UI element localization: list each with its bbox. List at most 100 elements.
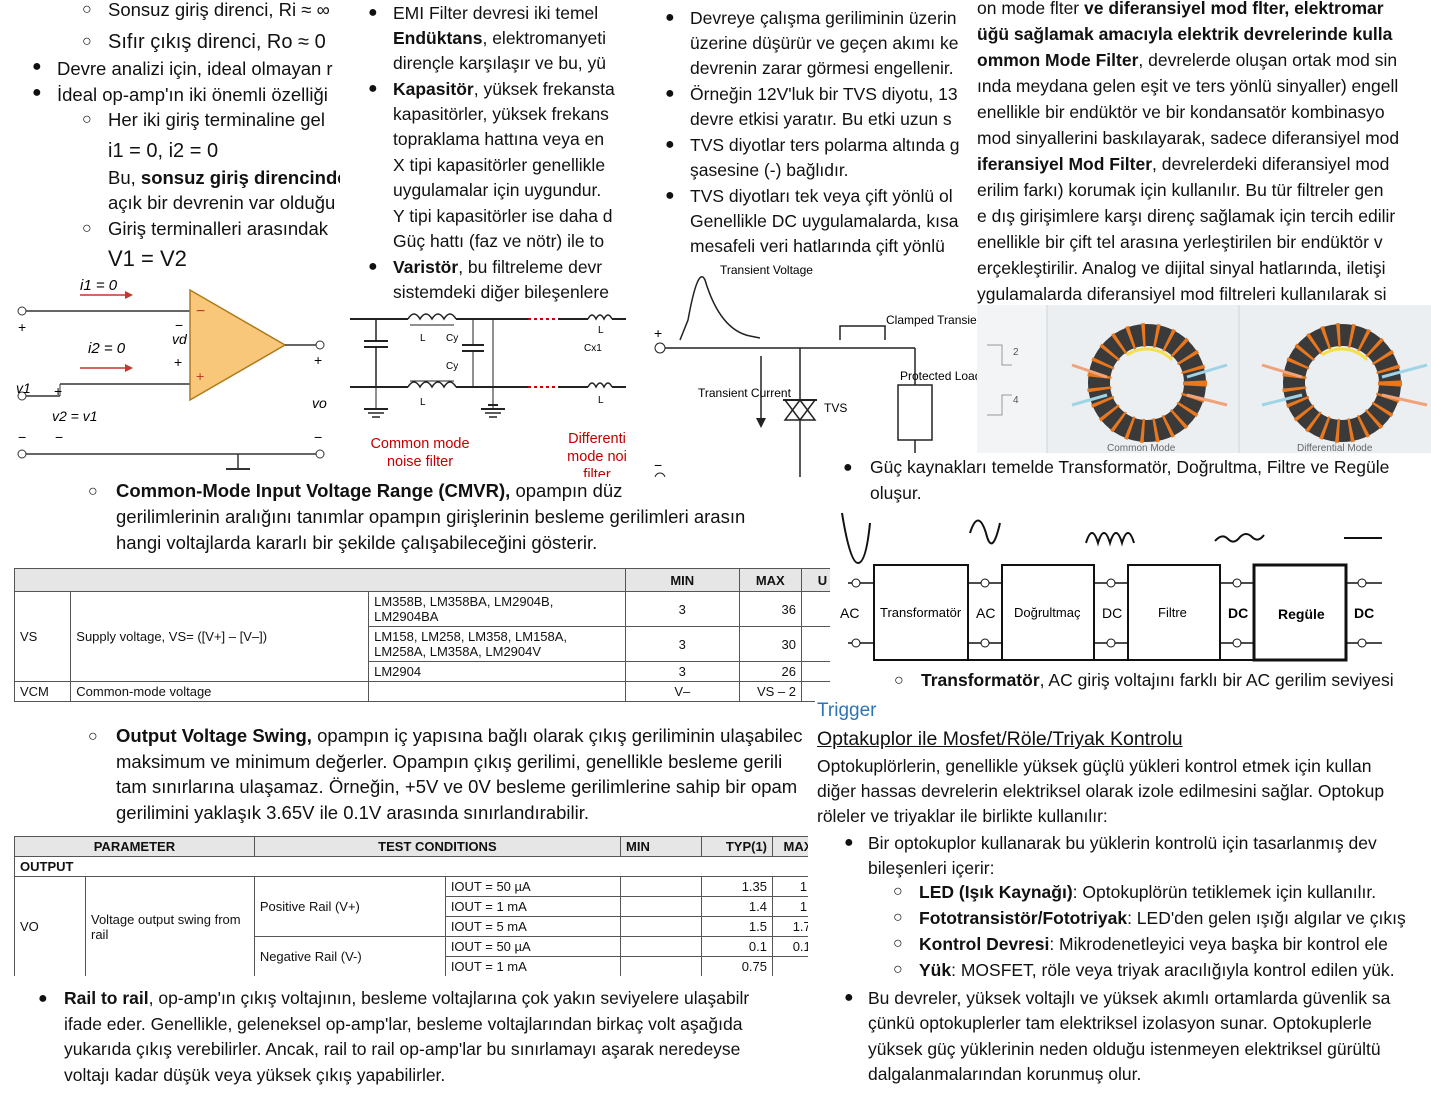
table-cell (620, 956, 702, 976)
cap-label: Cy (446, 333, 458, 344)
table-cell: VS (14, 591, 72, 682)
table-cell: 0.75 (701, 956, 773, 976)
bullet-circle: ○ (88, 728, 98, 745)
table-row: IOUT = 5 mA 1.5 1.75 (15, 916, 808, 937)
trigger-label: Trigger (817, 700, 877, 721)
tv-word: Transient Voltage (720, 263, 813, 277)
table-cell (620, 896, 702, 917)
bold-span: Kapasitör (393, 79, 474, 99)
text-line: açık bir devrenin var olduğu (108, 192, 336, 213)
table-cell (800, 591, 830, 627)
text-line: Sıfır çıkış direnci, Ro ≈ 0 (108, 31, 326, 53)
table-row: PARAMETER TEST CONDITIONS MIN TYP(1) MAX (14, 836, 808, 857)
table-cell: 1 (772, 956, 808, 976)
table-row: IOUT = 1 mA 0.75 1 (15, 956, 808, 976)
rectifier-block: Doğrultmaç (1014, 605, 1081, 620)
bold-span: Common-Mode Input Voltage Range (CMVR), (116, 480, 511, 501)
table-cell (368, 681, 626, 702)
text-line: enellikle bir çift tel arasına yerleştir… (977, 232, 1383, 252)
text-line: Kapasitör, yüksek frekansta (393, 77, 615, 101)
text-line: şasesine (-) bağlıdır. (690, 160, 849, 180)
text-line: üğü sağlamak amacıyla elektrik devreleri… (977, 24, 1393, 44)
table-cell: IOUT = 5 mA (444, 916, 622, 937)
text-span: on mode flter (977, 0, 1084, 18)
text-line: dalgalanmalarından korunmuş olur. (868, 1064, 1142, 1084)
bullet-circle: ○ (894, 672, 904, 689)
text-line: TVS diyotlar ters polarma altında g (690, 135, 960, 155)
dc-label: DC (1102, 605, 1122, 621)
bullet-dot: ● (38, 990, 48, 1007)
table-cell: Supply voltage, VS= ([V+] – [V–]) (70, 591, 370, 682)
text-line: Fototransistör/Fototriyak: LED'den gelen… (919, 906, 1406, 930)
plus-sign: + (196, 368, 204, 384)
table-row: LM158, LM258, LM358, LM158A, LM258A, LM3… (15, 626, 830, 662)
table-cell: VO (14, 876, 86, 976)
table-header: MIN (620, 836, 702, 857)
toroid-svg: 2 4 Common Mode Differential Mode (977, 305, 1431, 453)
table-cell (800, 626, 830, 662)
table-header (14, 568, 626, 592)
bullet-dot: ● (368, 4, 378, 21)
bullet-dot: ● (368, 258, 378, 275)
bold-span: Kontrol Devresi (919, 934, 1050, 954)
cap-label: Cx1 (584, 343, 602, 354)
ovs-panel: ○ Output Voltage Swing, opampın iç yapıs… (0, 722, 808, 830)
text-line: Giriş terminalleri arasındak (108, 218, 329, 239)
ac-mid-label: AC (976, 605, 995, 621)
bold-span: Transformatör (921, 670, 1040, 690)
table-header: PARAMETER (14, 836, 255, 857)
bullet-circle: ○ (893, 883, 903, 900)
text-line: bileşenleri içerir: (868, 858, 995, 878)
differential-mode-label: Differenti mode noi filter (567, 431, 626, 483)
text-line: Optokuplörlerin, genellikle yüksek güçlü… (817, 756, 1372, 776)
bullet-dot: ● (368, 80, 378, 97)
rail-to-rail-panel: ● Rail to rail, op-amp'ın çıkış voltajın… (0, 984, 808, 1094)
table-row: OUTPUT (14, 856, 808, 877)
bullet-circle: ○ (82, 33, 92, 50)
text-span: : Mikrodenetleyici veya başka bir kontro… (1049, 934, 1388, 954)
tvs-label: TVS (824, 401, 847, 415)
text-line: ında meydana gelen eşit ve ters yönlü si… (977, 76, 1399, 96)
bold-span: ve diferansiyel mod flter, elektromar (1084, 0, 1384, 18)
text-line: Devre analizi için, ideal olmayan r (57, 58, 333, 79)
text-line: voltajı kadar düşük veya yüksek çıkış ya… (64, 1065, 446, 1085)
text-line: maksimum ve minimum değerler. Opampın çı… (116, 751, 783, 772)
bold-span: Varistör (393, 257, 459, 277)
opamp-svg: i1 = 0 i2 = 0 − + vd − + + v1 + v2 = v1 … (16, 277, 327, 470)
text-line: Bir optokuplor kullanarak bu yüklerin ko… (868, 833, 1377, 853)
bold-span: iferansiyel Mod Filter (977, 154, 1153, 174)
dc-label: DC (1228, 605, 1248, 621)
table-row: VCM Common-mode voltage V– VS – 2 (14, 681, 830, 702)
v2-plus: + (54, 383, 62, 399)
text-line: Örneğin 12V'luk bir TVS diyotu, 13 (690, 84, 958, 104)
table-row: VS Supply voltage, VS= ([V+] – [V–]) LM3… (14, 591, 830, 682)
plus-sign: + (654, 325, 662, 341)
label-i2: i2 = 0 (88, 340, 126, 357)
text-span: , devrelerde oluşan ortak mod sin (1138, 50, 1398, 70)
text-line: tam sınırlarına ulaşamaz. Örneğin, +5V v… (116, 776, 798, 797)
table-row: VO Voltage output swing from rail Positi… (14, 876, 808, 976)
text-line: X tipi kapasitörler genellikle (393, 155, 606, 175)
table-cell: 1.5 (772, 876, 808, 897)
table-cell: IOUT = 1 mA (444, 896, 622, 917)
table-cell: 1.6 (772, 896, 808, 917)
text-line: röleler ve triyaklar ile birlikte kullan… (817, 806, 1108, 826)
text-line: hangi voltajlarda kararlı bir şekilde ça… (116, 532, 598, 553)
text-line: devrenin zarar görmesi engellenir. (690, 58, 954, 78)
vo-plus: + (314, 352, 322, 368)
bullet-dot: ● (665, 9, 675, 26)
text-line: Sonsuz giriş direnci, Ri ≈ ∞ (108, 0, 330, 20)
transient-current-label: Transient Current (698, 386, 792, 400)
label-v2: v2 = v1 (52, 408, 98, 424)
table-header: TEST CONDITIONS (253, 836, 622, 857)
text-line: topraklama hattına veya en (393, 129, 605, 149)
label-i1: i1 = 0 (80, 277, 118, 294)
table-header: U (800, 568, 830, 592)
bold-span: ommon Mode Filter (977, 50, 1139, 70)
table-cell (620, 936, 702, 957)
text-line: yukarıda çıkış verebilirler. Ancak, rail… (64, 1039, 741, 1059)
text-line: on mode flter ve diferansiyel mod flter,… (977, 0, 1384, 20)
text-line: Güç kaynakları temelde Transformatör, Do… (870, 457, 1390, 477)
supply-voltage-table: MIN MAX U VS Supply voltage, VS= ([V+] –… (14, 568, 830, 702)
vd-minus: − (175, 317, 183, 333)
